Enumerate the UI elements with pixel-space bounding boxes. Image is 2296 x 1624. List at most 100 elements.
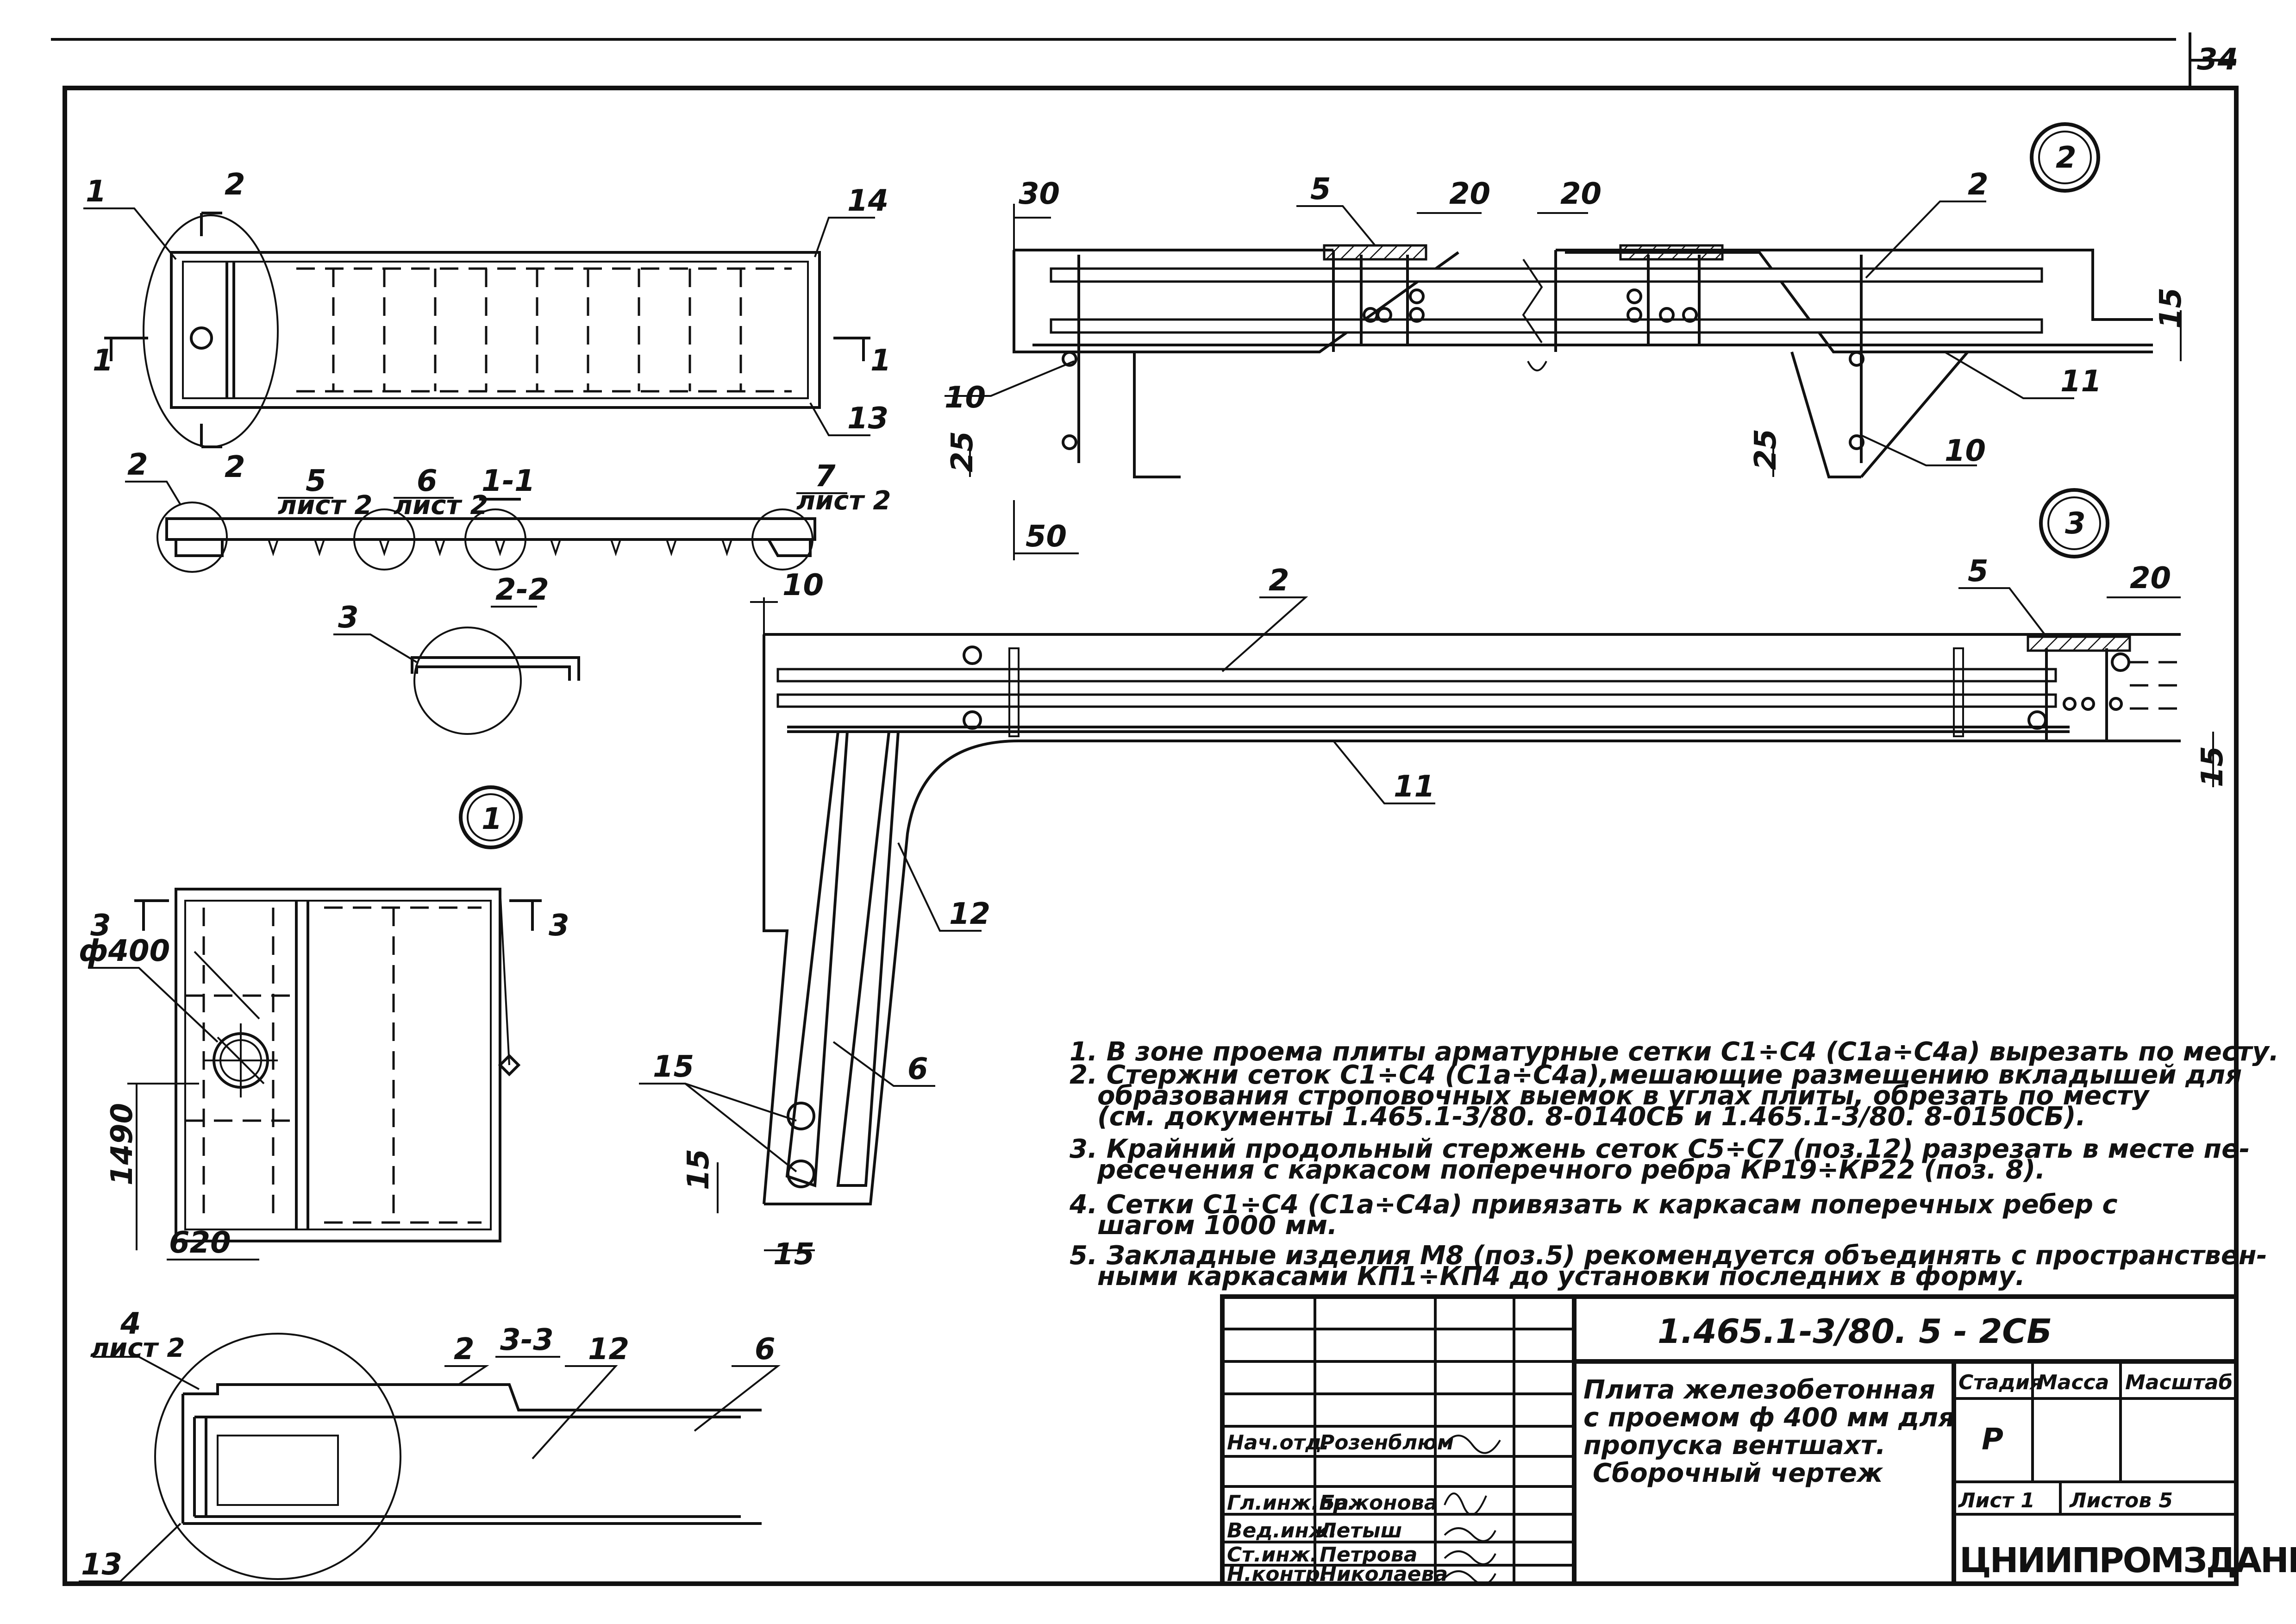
svg-text:ными каркасами КП1÷КП4 до уста: ными каркасами КП1÷КП4 до установки посл… — [1097, 1261, 2025, 1292]
callout-14: 14 — [847, 184, 888, 218]
node-1-hole-detail: 1 3 3 ф400 1490 620 — [79, 785, 569, 1260]
svg-text:30: 30 — [1019, 177, 1060, 211]
svg-text:Масштаб: Масштаб — [2125, 1371, 2233, 1394]
note-4: 4. Сетки С1÷С4 (С1а÷С4а) привязать к кар… — [1069, 1190, 2118, 1220]
svg-text:11: 11 — [2060, 364, 2102, 399]
svg-text:шагом 1000 мм.: шагом 1000 мм. — [1097, 1210, 1337, 1241]
title-block: Нач.отд. Розенблюм Гл.инж.пр. Бажонова В… — [1220, 1294, 2296, 1586]
svg-text:лист 2: лист 2 — [90, 1333, 185, 1363]
svg-text:15: 15 — [773, 1237, 814, 1272]
svg-text:Летыш: Летыш — [1319, 1519, 1402, 1542]
svg-text:2: 2 — [454, 1332, 475, 1367]
svg-text:ресечения с каркасом поперечно: ресечения с каркасом поперечного ребра К… — [1097, 1155, 2045, 1185]
svg-text:5: 5 — [1310, 172, 1331, 207]
notes-block: 1. В зоне проема плиты арматурные сетки … — [1069, 1037, 2279, 1292]
svg-text:2: 2 — [2056, 141, 2077, 175]
section-mark-2: 2 — [225, 168, 245, 202]
svg-text:1: 1 — [482, 802, 502, 836]
svg-text:Николаева: Николаева — [1320, 1562, 1448, 1586]
svg-text:5: 5 — [306, 464, 326, 498]
svg-text:Нач.отд.: Нач.отд. — [1227, 1431, 1329, 1455]
signature-1 — [1444, 1435, 1501, 1454]
svg-text:Петрова: Петрова — [1320, 1543, 1417, 1567]
svg-text:6: 6 — [907, 1052, 928, 1086]
svg-text:6: 6 — [755, 1332, 776, 1367]
note-5: 5. Закладные изделия М8 (поз.5) рекоменд… — [1070, 1241, 2267, 1271]
drawing-frame — [63, 86, 2239, 1586]
svg-text:лист 2: лист 2 — [394, 490, 488, 520]
svg-text:лист 2: лист 2 — [796, 486, 891, 516]
sheet-label: Лист 1 — [1958, 1489, 2035, 1512]
section-2-2-circle — [413, 627, 522, 735]
section-mark-1b: 1 — [870, 344, 891, 378]
svg-text:20: 20 — [2130, 561, 2171, 596]
svg-text:20: 20 — [1449, 177, 1490, 211]
signature-2 — [1444, 1492, 1487, 1516]
organization-name: ЦНИИПРОМЗДАНИЙ — [1959, 1540, 2296, 1580]
svg-text:Н.контр.: Н.контр. — [1227, 1562, 1328, 1586]
svg-text:3: 3 — [90, 909, 111, 943]
section-3-3-circle — [154, 1333, 401, 1580]
dim-1490: 1490 — [105, 1103, 139, 1185]
note-2: 2. Стержни сеток С1÷С4 (С1а÷С4а),мешающи… — [1070, 1060, 2242, 1090]
node-1-slab — [175, 888, 501, 1242]
svg-text:5: 5 — [1968, 554, 1989, 589]
signature-4 — [1444, 1550, 1496, 1565]
svg-text:3: 3 — [2065, 507, 2086, 541]
svg-text:25: 25 — [1749, 429, 1783, 470]
section-3-3: 3-3 4 лист 2 2 12 6 13 — [79, 1307, 781, 1582]
svg-text:50: 50 — [1026, 520, 1067, 554]
plan-hole — [190, 326, 213, 350]
svg-text:15: 15 — [2154, 288, 2188, 329]
sheet-number: 34 — [2197, 43, 2238, 77]
section-mark-2b: 2 — [225, 450, 245, 484]
svg-text:Розенблюм: Розенблюм — [1320, 1431, 1454, 1455]
node-3-detail: 3 10 20 — [639, 488, 2230, 1272]
signature-3 — [1444, 1527, 1496, 1542]
svg-text:7: 7 — [815, 459, 836, 494]
node-1-marker — [459, 785, 523, 849]
section-1-1-slab — [165, 517, 816, 541]
svg-text:образования строповочных выемо: образования строповочных выемок в углах … — [1097, 1081, 2150, 1111]
svg-text:(см. документы 1.465.1-3/80. 8: (см. документы 1.465.1-3/80. 8-0140СБ и … — [1097, 1102, 2086, 1132]
drawing-title: Плита железобетонная — [1583, 1375, 1935, 1405]
document-code: 1.465.1-3/80. 5 - 2СБ — [1658, 1312, 2052, 1351]
stage-value: Р — [1982, 1423, 2003, 1457]
svg-text:15: 15 — [2196, 746, 2230, 787]
svg-text:Вед.инж.: Вед.инж. — [1227, 1519, 1337, 1542]
svg-text:Масса: Масса — [2037, 1371, 2109, 1394]
section-1-1-title: 1-1 — [482, 464, 535, 498]
plan-rib-lines — [332, 269, 742, 391]
svg-text:12: 12 — [949, 897, 990, 931]
svg-text:6: 6 — [417, 464, 438, 498]
node-2-detail: 2 — [945, 122, 2188, 560]
svg-text:Гл.инж.пр.: Гл.инж.пр. — [1227, 1491, 1355, 1515]
diameter-label: ф400 — [79, 934, 170, 968]
dim-620: 620 — [169, 1226, 231, 1260]
embedded-plate-right — [1619, 244, 1724, 261]
svg-text:Стадия: Стадия — [1958, 1371, 2043, 1394]
section-1-1: 1-1 2 5 лист 2 6 лист 2 7 лист 2 — [125, 448, 891, 573]
node-2-marker — [2030, 122, 2100, 193]
svg-text:2: 2 — [127, 448, 148, 482]
section-2-2: 2-2 3 — [333, 573, 580, 735]
note-1: 1. В зоне проема плиты арматурные сетки … — [1070, 1037, 2279, 1067]
embedded-plate-node3 — [2027, 635, 2131, 652]
svg-text:13: 13 — [81, 1548, 122, 1582]
section-mark-1: 1 — [93, 344, 113, 378]
svg-text:10: 10 — [782, 568, 824, 602]
callout-1: 1 — [86, 175, 106, 209]
node-3-rebar-dots — [963, 646, 2130, 730]
section-1-1-ribs — [268, 539, 732, 557]
signature-5 — [1444, 1570, 1496, 1585]
svg-text:Сборочный чертеж: Сборочный чертеж — [1593, 1458, 1883, 1488]
svg-text:11: 11 — [1394, 770, 1435, 804]
svg-text:3: 3 — [338, 601, 359, 635]
callout-13: 13 — [847, 401, 888, 436]
svg-text:4: 4 — [120, 1307, 141, 1341]
svg-text:15: 15 — [682, 1149, 716, 1190]
svg-text:12: 12 — [588, 1332, 629, 1367]
section-3-3-title: 3-3 — [500, 1323, 554, 1357]
svg-text:с проемом ф 400 мм для: с проемом ф 400 мм для — [1583, 1403, 1955, 1433]
